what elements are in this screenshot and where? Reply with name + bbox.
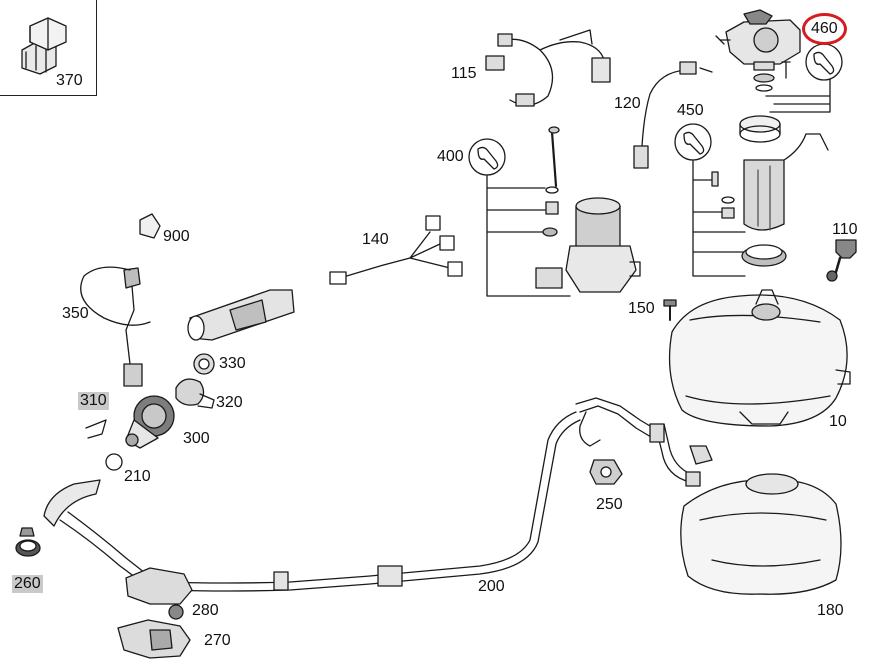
housing-tube	[187, 289, 295, 341]
part-label-210[interactable]: 210	[124, 468, 151, 485]
part-label-180[interactable]: 180	[817, 602, 844, 619]
part-label-330[interactable]: 330	[219, 355, 246, 372]
part-label-460-highlighted[interactable]: 460	[802, 13, 847, 45]
heater-300	[125, 395, 175, 449]
wrench-icon	[674, 123, 712, 161]
detail-inset-box	[0, 0, 97, 96]
part-label-400[interactable]: 400	[437, 148, 464, 165]
part-label-110[interactable]: 110	[832, 221, 858, 238]
fuel-pump-400	[535, 126, 641, 293]
part-label-450[interactable]: 450	[677, 102, 704, 119]
part-label-260[interactable]: 260	[12, 575, 43, 593]
part-label-250[interactable]: 250	[596, 496, 623, 513]
part-label-300[interactable]: 300	[183, 430, 210, 447]
pump-head-460	[715, 9, 801, 92]
tank-lower-180	[680, 473, 842, 595]
clip-part-370	[21, 17, 67, 75]
part-label-10[interactable]: 10	[829, 413, 847, 430]
clip-310	[85, 419, 107, 439]
part-label-280[interactable]: 280	[192, 602, 219, 619]
part-label-370[interactable]: 370	[56, 72, 83, 89]
wrench-icon	[468, 138, 506, 176]
part-label-115[interactable]: 115	[451, 65, 477, 82]
part-label-150[interactable]: 150	[628, 300, 655, 317]
harness-140	[329, 215, 463, 285]
sensor-110	[826, 239, 857, 282]
part-label-310[interactable]: 310	[78, 392, 109, 410]
ring-210	[105, 453, 123, 471]
part-label-140[interactable]: 140	[362, 231, 389, 248]
valve-280	[125, 567, 193, 620]
line-120	[633, 61, 713, 169]
bolt-150	[663, 299, 677, 321]
ring-330	[193, 353, 215, 375]
hose-clamp-260	[15, 527, 41, 557]
wrench-icon	[805, 43, 843, 81]
part-label-200[interactable]: 200	[478, 578, 505, 595]
bracket-250	[589, 459, 623, 485]
harness-115	[485, 29, 611, 107]
part-label-350[interactable]: 350	[62, 305, 89, 322]
sensor-900-350	[80, 213, 161, 387]
part-label-320[interactable]: 320	[216, 394, 243, 411]
valve-270	[117, 619, 191, 659]
part-label-270[interactable]: 270	[204, 632, 231, 649]
part-label-120[interactable]: 120	[614, 95, 641, 112]
tank-upper-10	[668, 289, 851, 427]
hose-200	[43, 397, 713, 592]
clamp-320	[175, 378, 215, 409]
sender-unit-450	[711, 115, 829, 267]
part-label-900[interactable]: 900	[163, 228, 190, 245]
